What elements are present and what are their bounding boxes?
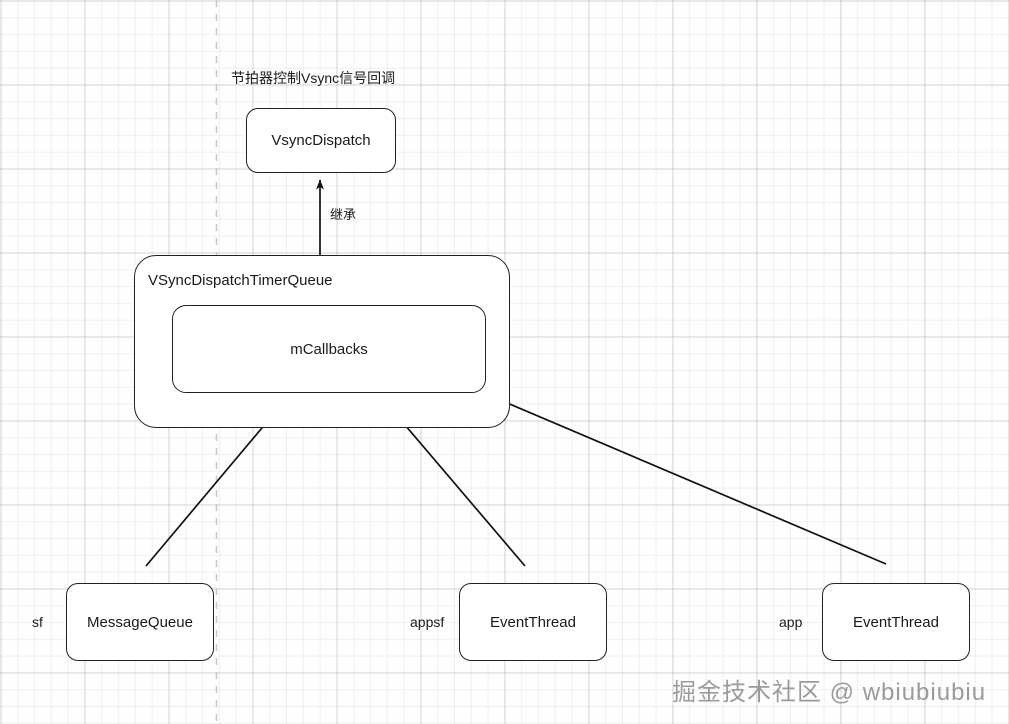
node-vsync-dispatch-label: VsyncDispatch: [271, 132, 371, 149]
watermark: 掘金技术社区 @ wbiubiubiu: [672, 679, 987, 706]
node-message-queue-label: MessageQueue: [87, 613, 193, 631]
node-vsync-dispatch[interactable]: VsyncDispatch: [246, 108, 396, 173]
node-event-thread-appsf[interactable]: EventThread: [459, 583, 607, 661]
node-mcallbacks[interactable]: mCallbacks: [172, 305, 486, 393]
node-message-queue[interactable]: MessageQueue: [66, 583, 214, 661]
edge-label-inheritance: 继承: [330, 207, 357, 222]
side-label-sf: sf: [32, 614, 43, 630]
node-vsync-dispatch-timer-queue-label: VSyncDispatchTimerQueue: [148, 272, 333, 289]
diagram-caption: 节拍器控制Vsync信号回调: [231, 70, 396, 86]
side-label-appsf: appsf: [410, 614, 445, 630]
node-event-thread-app-label: EventThread: [853, 613, 939, 631]
side-label-app: app: [779, 614, 803, 630]
node-mcallbacks-label: mCallbacks: [290, 340, 368, 358]
node-event-thread-appsf-label: EventThread: [490, 613, 576, 631]
node-event-thread-app[interactable]: EventThread: [822, 583, 970, 661]
edge-eventthread-app-to-mcallbacks: [478, 390, 887, 565]
